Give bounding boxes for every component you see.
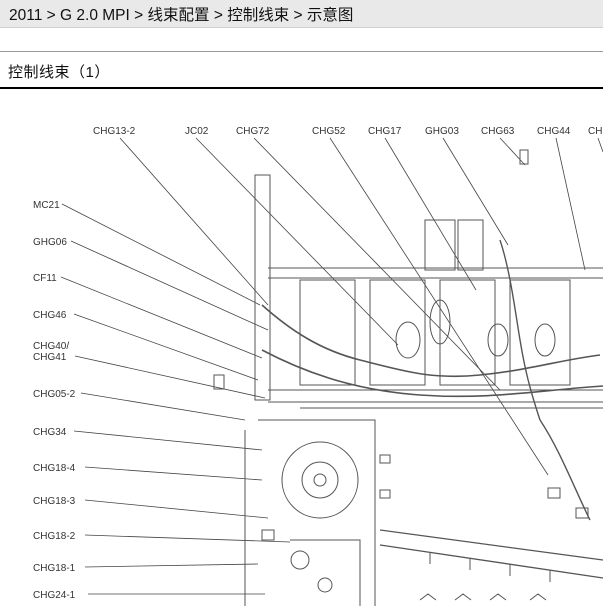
connector-label-left: CHG46 [33,310,67,321]
connector-label-left: CHG18-1 [33,563,76,574]
connector-label-left: MC21 [33,200,60,211]
breadcrumb-separator: > [213,7,223,24]
connector-label-top: JC02 [185,126,209,137]
connector-label-left: GHG06 [33,237,67,248]
connector-label-left: CHG34 [33,427,67,438]
breadcrumb-separator: > [134,7,144,24]
breadcrumb-separator: > [46,7,56,24]
connector-label-left: CHG05-2 [33,389,76,400]
harness-diagram: CHG13-2 JC02 CHG72 CHG52 CHG17 GHG03 CHG… [33,126,603,606]
connector-label-left: CF11 [33,273,57,284]
connector-label-top: CHG72 [236,126,270,137]
breadcrumb-separator: > [293,7,303,24]
breadcrumb-item-year[interactable]: 2011 [9,7,43,24]
leader-lines-top [119,137,603,476]
breadcrumb: 2011 > G 2.0 MPI > 线束配置 > 控制线束 > 示意图 [9,3,353,25]
connector-label-left: CHG40/ [33,341,69,352]
connector-label-top: CHG63 [481,126,515,137]
breadcrumb-item-harness-config[interactable]: 线束配置 [147,7,210,24]
connector-label-top: CHG13-2 [93,126,136,137]
connector-label-top: CHG17 [368,126,402,137]
breadcrumb-bar: 2011 > G 2.0 MPI > 线束配置 > 控制线束 > 示意图 [0,0,603,28]
engine-drawing [213,149,603,606]
section-header: 控制线束（1） [0,51,603,89]
breadcrumb-item-model[interactable]: G 2.0 MPI [60,7,130,24]
breadcrumb-item-control-harness[interactable]: 控制线束 [227,7,290,24]
connector-label-left: CHG18-2 [33,531,76,542]
connector-label-top: CH [588,126,602,137]
connector-label-top: CHG52 [312,126,346,137]
connector-label-top: CHG44 [537,126,571,137]
leader-lines-left [60,203,291,595]
connector-label-left: CHG18-4 [33,463,76,474]
connector-label-left: CHG41 [33,352,67,363]
connector-label-left: CHG18-3 [33,496,76,507]
connector-label-left: CHG24-1 [33,590,76,601]
page-title: 控制线束（1） [8,64,110,81]
connector-label-top: GHG03 [425,126,459,137]
breadcrumb-item-schematic: 示意图 [306,7,354,24]
